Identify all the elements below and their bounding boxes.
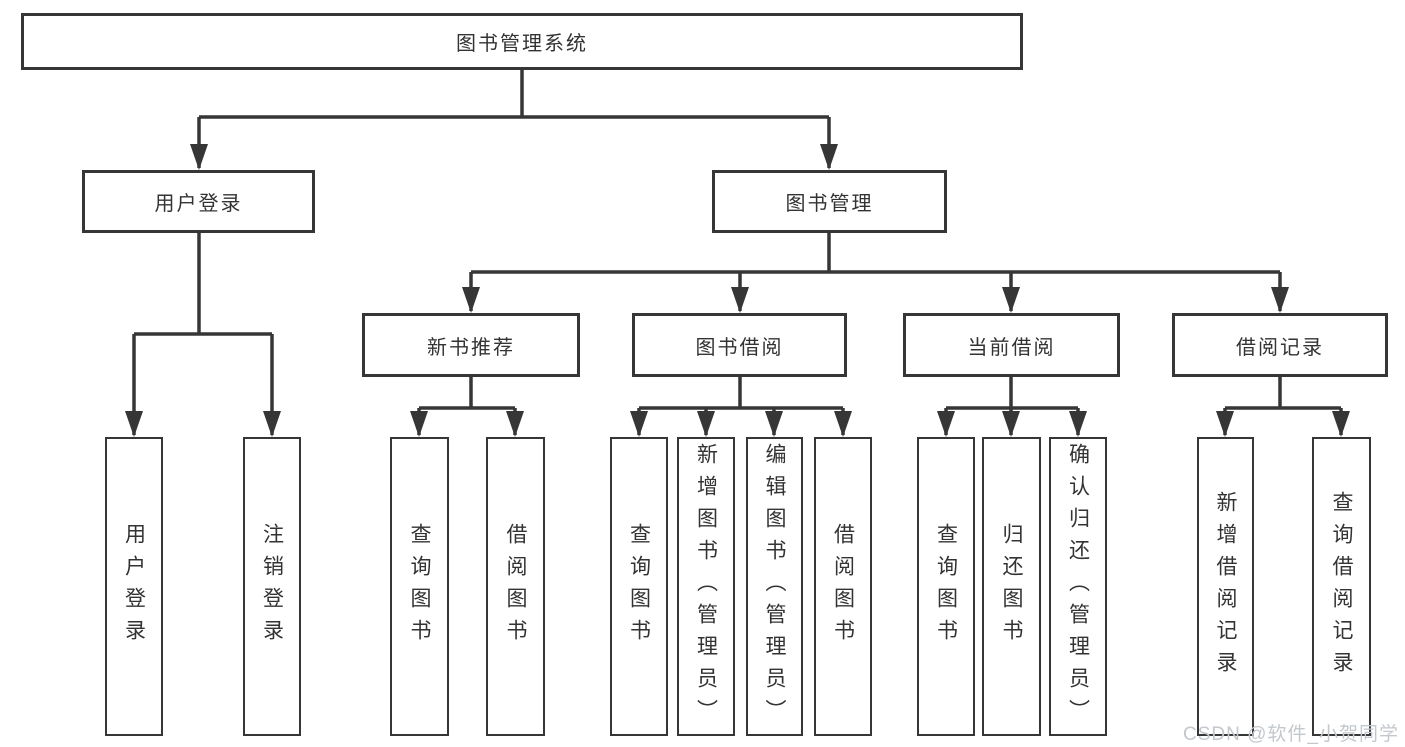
leaf-logout: 注销登录 (243, 437, 301, 736)
leaf-borrow-books-borrowing: 借阅图书 (814, 437, 872, 736)
leaf-label: 编辑图书（管理员） (763, 442, 786, 731)
node-borrow-records: 借阅记录 (1172, 313, 1388, 377)
leaf-user-login: 用户登录 (105, 437, 163, 736)
root-node-library-system: 图书管理系统 (21, 13, 1023, 70)
leaf-label: 查询图书 (934, 522, 958, 651)
leaf-add-borrow-record: 新增借阅记录 (1197, 437, 1254, 736)
leaf-query-borrow-record: 查询借阅记录 (1312, 437, 1371, 736)
leaf-borrow-books-recommend: 借阅图书 (486, 437, 545, 736)
leaf-add-books-admin: 新增图书（管理员） (677, 437, 735, 736)
leaf-label: 归还图书 (1000, 522, 1023, 651)
leaf-confirm-return-admin: 确认归还（管理员） (1049, 437, 1107, 736)
leaf-query-books-borrowing: 查询图书 (610, 437, 668, 736)
leaf-label: 借阅图书 (504, 522, 527, 651)
leaf-label: 借阅图书 (831, 522, 855, 651)
leaf-label: 新增图书（管理员） (694, 442, 718, 731)
node-current-borrowing: 当前借阅 (903, 313, 1120, 377)
leaf-edit-books-admin: 编辑图书（管理员） (746, 437, 803, 736)
node-new-book-recommend: 新书推荐 (362, 313, 580, 377)
leaf-label: 用户登录 (122, 522, 146, 651)
leaf-label: 查询图书 (408, 522, 431, 651)
csdn-watermark: CSDN @软件_小贺同学 (1183, 724, 1399, 745)
leaf-query-books-recommend: 查询图书 (390, 437, 449, 736)
leaf-label: 查询图书 (627, 522, 651, 651)
node-book-management: 图书管理 (712, 170, 947, 233)
leaf-label: 注销登录 (260, 522, 284, 651)
leaf-label: 确认归还（管理员） (1066, 442, 1090, 731)
node-user-login: 用户登录 (82, 170, 315, 233)
node-book-borrowing: 图书借阅 (632, 313, 847, 377)
leaf-query-books-current: 查询图书 (917, 437, 975, 736)
leaf-label: 查询借阅记录 (1330, 490, 1353, 683)
leaf-return-books: 归还图书 (982, 437, 1041, 736)
leaf-label: 新增借阅记录 (1214, 490, 1237, 683)
